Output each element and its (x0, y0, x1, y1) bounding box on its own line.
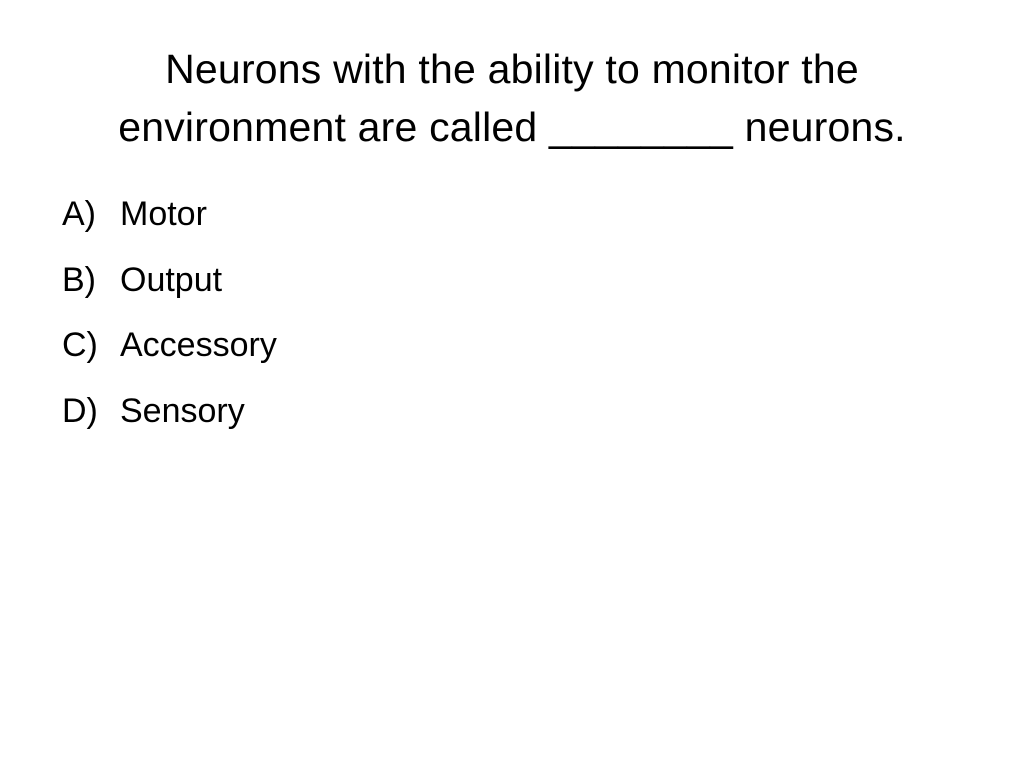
answer-text: Sensory (120, 391, 245, 430)
answer-option-b: B) Output (62, 254, 942, 320)
answer-text: Motor (120, 195, 207, 233)
answer-letter: B) (62, 260, 96, 299)
answer-option-c: C) Accessory (62, 319, 942, 385)
question-text: Neurons with the ability to monitor the … (40, 40, 984, 156)
answer-text: Output (120, 260, 223, 299)
answer-option-a: A) Motor (62, 188, 942, 254)
question-line-2: environment are called ________ neurons. (118, 104, 906, 150)
answer-letter: A) (62, 195, 96, 233)
question-line-1: Neurons with the ability to monitor the (165, 46, 859, 92)
answer-letter: C) (62, 326, 98, 364)
answer-list: A) Motor B) Output C) Accessory D) Senso… (62, 188, 942, 450)
answer-letter: D) (62, 391, 98, 430)
answer-option-d: D) Sensory (62, 385, 942, 451)
answer-text: Accessory (120, 326, 277, 364)
